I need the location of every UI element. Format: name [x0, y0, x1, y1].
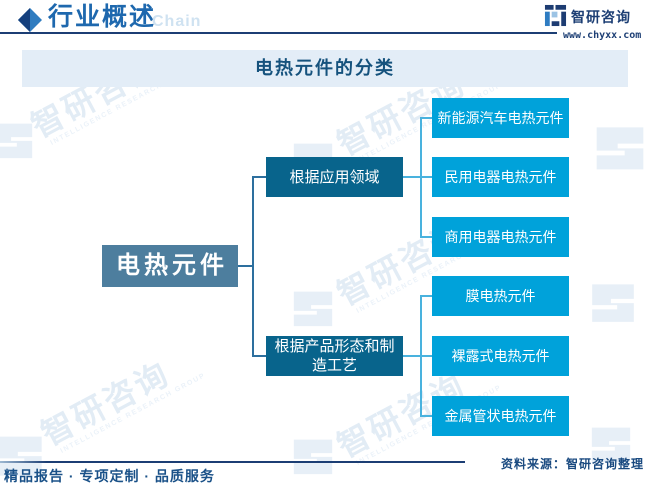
connector-group2-stub: [403, 355, 432, 357]
tree-branch-form-process: 根据产品形态和制造工艺: [266, 336, 403, 376]
watermark-brand: 智研咨询: [35, 354, 176, 453]
tree-leaf-tubular: 金属管状电热元件: [432, 396, 569, 436]
brand-name: 智研咨询: [571, 9, 631, 25]
connector-leaf-3: [420, 236, 432, 238]
connector-branch-2: [252, 355, 266, 357]
diamond-bullet-icon: [18, 8, 42, 32]
tree-leaf-civil: 民用电器电热元件: [432, 157, 569, 197]
section-title: 行业概述: [48, 3, 157, 31]
footer-tagline: 精品报告 · 专项定制 · 品质服务: [4, 468, 215, 484]
watermark-logo-icon: [0, 116, 36, 162]
tree-branch-application: 根据应用领域: [266, 157, 403, 197]
chart-title: 电热元件的分类: [22, 50, 628, 87]
header-divider: [0, 32, 557, 34]
connector-group2-vertical: [420, 295, 422, 417]
connector-root: [238, 265, 253, 267]
watermark-logo-icon: [290, 284, 336, 330]
section-watermark-text: Chain: [152, 13, 202, 30]
tree-root-node: 电热元件: [102, 245, 238, 287]
connector-leaf-4: [420, 295, 432, 297]
watermark-caption: INTELLIGENCE RESEARCH GROUP: [59, 371, 207, 455]
brand-logo-icon: [544, 4, 567, 27]
watermark-logo-icon: [592, 118, 648, 174]
connector-leaf-1: [420, 117, 432, 119]
watermark-text: 智研咨询 INTELLIGENCE RESEARCH GROUP: [35, 342, 207, 459]
brand-website: www.chyxx.com: [563, 30, 642, 41]
tree-leaf-commercial: 商用电器电热元件: [432, 217, 569, 257]
tree-leaf-bare: 裸露式电热元件: [432, 336, 569, 376]
connector-leaf-6: [420, 415, 432, 417]
tree-leaf-film: 膜电热元件: [432, 276, 569, 316]
connector-group1-stub: [403, 176, 432, 178]
connector-trunk: [252, 176, 254, 357]
tree-leaf-nev: 新能源汽车电热元件: [432, 98, 569, 138]
watermark-logo-icon: [290, 432, 336, 478]
watermark-logo-icon: [588, 276, 638, 326]
connector-group1-vertical: [420, 117, 422, 238]
footer-divider: [0, 461, 465, 463]
footer-source: 资料来源：智研咨询整理: [500, 457, 644, 471]
connector-branch-1: [252, 176, 266, 178]
